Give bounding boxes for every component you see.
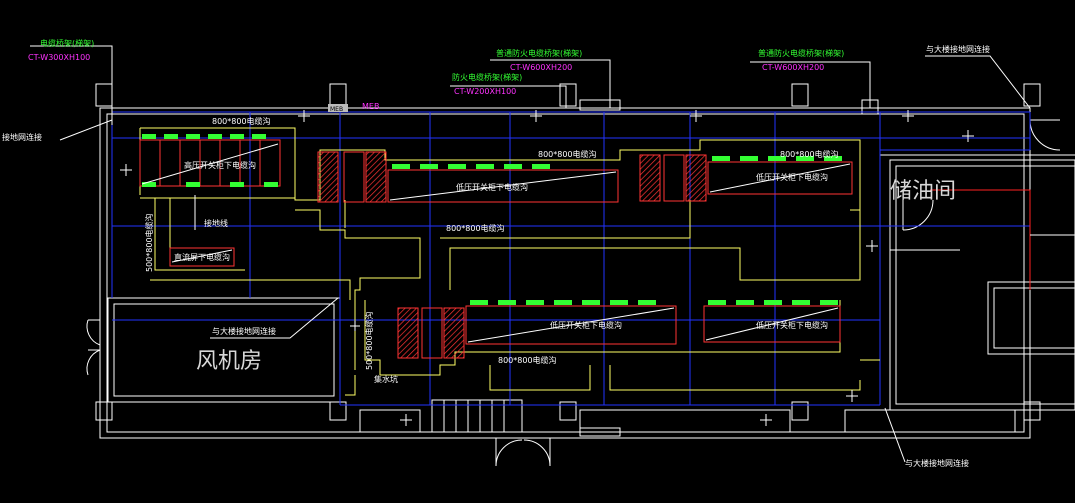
label-cabinet-lv-mid: 低压开关柜下电缆沟 bbox=[456, 182, 528, 192]
label-dc-screen: 直流屏下电缆沟 bbox=[174, 252, 230, 262]
lv-switchgear-rows bbox=[387, 161, 853, 345]
label-trench-mid: 800*800电缆沟 bbox=[538, 149, 597, 159]
label-cable-tray-top-left-spec: CT-W300XH100 bbox=[28, 53, 90, 62]
dc-screen bbox=[169, 247, 235, 267]
label-ground-top-right: 与大楼接地网连接 bbox=[926, 44, 990, 54]
label-cabinet-lv-b2: 低压开关柜下电缆沟 bbox=[756, 320, 828, 330]
hv-switchgear-left bbox=[139, 134, 281, 187]
room-fan: 风机房 bbox=[196, 349, 262, 374]
meb-box bbox=[328, 104, 348, 112]
label-trench-bottom: 800*800电缆沟 bbox=[498, 355, 557, 365]
building-walls bbox=[86, 83, 1075, 467]
label-cable-tray-top-left: 电缆桥架(梯架) bbox=[40, 38, 94, 48]
label-ground-bottom-right: 与大楼接地网连接 bbox=[905, 458, 969, 468]
label-trench-500-lower: 500*800电缆沟 bbox=[364, 311, 374, 370]
label-tray-right-spec: CT-W600XH200 bbox=[762, 63, 824, 72]
label-trench-top-left: 800*800电缆沟 bbox=[212, 116, 271, 126]
lv-cabinet-marks bbox=[392, 156, 842, 305]
label-trench-center: 800*800电缆沟 bbox=[446, 223, 505, 233]
leader-lines bbox=[30, 45, 1031, 463]
room-oil: 储油间 bbox=[890, 179, 956, 204]
label-trench-500-left: 500*800电缆沟 bbox=[144, 213, 154, 272]
label-ground-grid-left: 接地网连接 bbox=[2, 132, 42, 142]
label-tray-right: 普通防火电缆桥架(梯架) bbox=[758, 48, 844, 58]
label-tray-mid-lower: 防火电缆桥架(梯架) bbox=[452, 72, 522, 82]
label-ground-left-room: 与大楼接地网连接 bbox=[212, 326, 276, 336]
label-support: 接地线 bbox=[204, 218, 228, 228]
oil-room-leader bbox=[930, 189, 1031, 290]
label-cabinet-hv: 高压开关柜下电缆沟 bbox=[184, 160, 256, 170]
label-trench-right: 800*800电缆沟 bbox=[780, 149, 839, 159]
label-meb: MEB bbox=[362, 102, 379, 111]
cabinet-diagonals bbox=[389, 163, 851, 343]
meb-box-label: MEB bbox=[330, 106, 343, 113]
label-cabinet-lv-right: 低压开关柜下电缆沟 bbox=[756, 172, 828, 182]
transformers bbox=[317, 151, 707, 359]
label-tray-mid-lower-spec: CT-W200XH100 bbox=[454, 87, 516, 96]
label-tray-mid-upper: 普通防火电缆桥架(梯架) bbox=[496, 48, 582, 58]
cable-trenches bbox=[139, 127, 880, 396]
label-tray-mid-upper-spec: CT-W600XH200 bbox=[510, 63, 572, 72]
label-cabinet-lv-b1: 低压开关柜下电缆沟 bbox=[550, 320, 622, 330]
ground-rods bbox=[120, 110, 974, 426]
label-sump: 集水坑 bbox=[374, 374, 398, 384]
